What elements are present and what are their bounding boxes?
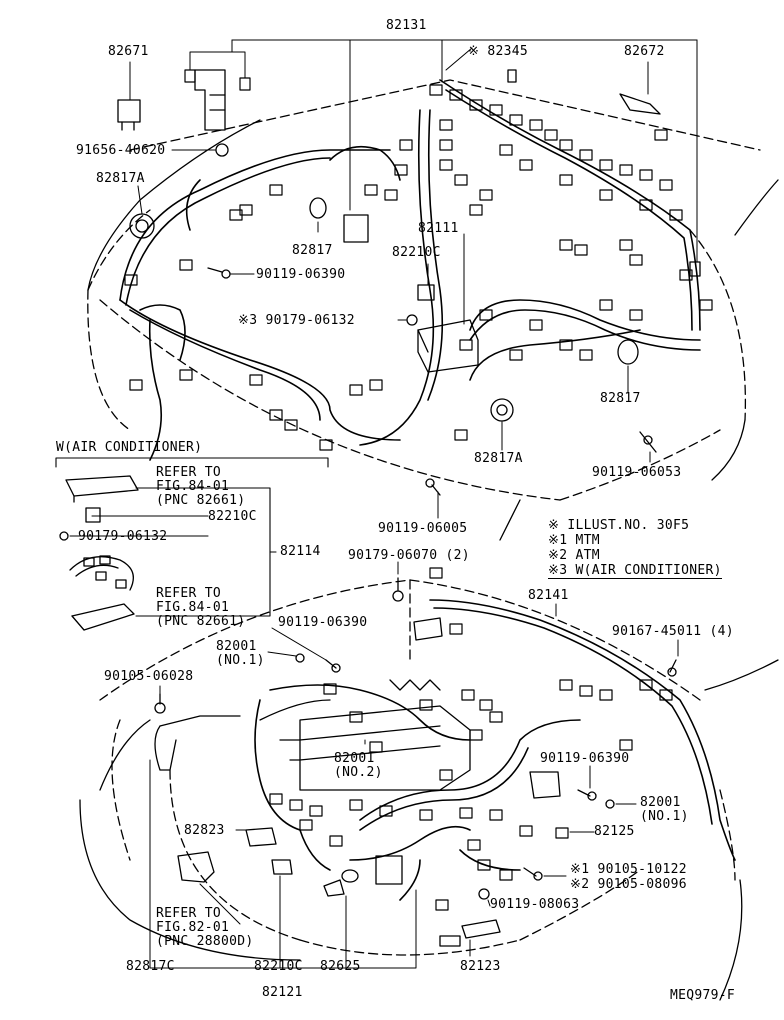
lower-components (154, 577, 677, 947)
lower-harness-main (254, 599, 736, 901)
label-90167-45011: 90167-45011 (4) (612, 624, 734, 639)
label-82131: 82131 (386, 18, 427, 33)
label-90179-06132-inset: 90179-06132 (78, 529, 168, 544)
label-82625: 82625 (320, 959, 361, 974)
refer2-line2: FIG.84-01 (156, 600, 230, 615)
inset-title: W(AIR CONDITIONER) (56, 440, 203, 455)
label-82671: 82671 (108, 44, 149, 59)
label-82001-no1-a: 82001 (216, 639, 257, 654)
label-82345: ※ 82345 (468, 44, 528, 59)
lower-connectors (269, 567, 673, 911)
top-car-body-outline (87, 79, 761, 501)
refer3-line1: REFER TO (156, 906, 222, 921)
inset-bracket (55, 457, 329, 617)
inset-parts (59, 475, 139, 631)
label-82817-left: 82817 (292, 243, 333, 258)
label-82121: 82121 (262, 985, 303, 1000)
refer2-line3: (PNC 82661) (156, 614, 246, 629)
label-82123: 82123 (460, 959, 501, 974)
label-82001-right-b: (NO.1) (640, 809, 689, 824)
refer2-line1: REFER TO (156, 586, 222, 601)
label-90119-06053: 90119-06053 (592, 465, 682, 480)
refer1-line2: FIG.84-01 (156, 479, 230, 494)
label-90119-06390-low: 90119-06390 (540, 751, 630, 766)
label-82001-right-a: 82001 (640, 795, 681, 810)
label-82114: 82114 (280, 544, 321, 559)
label-90119-06390-mid: 90119-06390 (278, 615, 368, 630)
legend-line-2: ※2 ATM (548, 548, 600, 563)
label-90119-06005: 90119-06005 (378, 521, 468, 536)
label-82817a-top: 82817A (96, 171, 145, 186)
label-90119-06390-top: 90119-06390 (256, 267, 346, 282)
refer3-line2: FIG.82-01 (156, 920, 230, 935)
top-components (117, 69, 701, 496)
label-90119-08063: 90119-08063 (490, 897, 580, 912)
label-82817a-mid: 82817A (474, 451, 523, 466)
refer1-line1: REFER TO (156, 465, 222, 480)
label-82210c-top: 82210C (392, 245, 441, 260)
lower-body-dashed (99, 579, 736, 956)
label-90179-06070: 90179-06070 (2) (348, 548, 470, 563)
label-82141: 82141 (528, 588, 569, 603)
label-90105-06028: 90105-06028 (104, 669, 194, 684)
legend-line-1: ※1 MTM (548, 533, 600, 548)
label-82672: 82672 (624, 44, 665, 59)
refer3-line3: (PNC 28800D) (156, 934, 254, 949)
label-82001-no2-b: (NO.2) (334, 765, 383, 780)
legend-line-3: ※3 W(AIR CONDITIONER) (548, 563, 722, 579)
label-82125: 82125 (594, 824, 635, 839)
label-82817c: 82817C (126, 959, 175, 974)
label-82001-no1-b: (NO.1) (216, 653, 265, 668)
label-82111: 82111 (418, 221, 459, 236)
label-90105-08096: ※2 90105-08096 (570, 877, 687, 892)
legend-line-0: ※ ILLUST.NO. 30F5 (548, 518, 690, 533)
label-82210c-inset: 82210C (208, 509, 257, 524)
lower-leader-lines (149, 561, 679, 969)
top-connectors (124, 69, 713, 451)
illustration-code: MEQ979-F (670, 988, 736, 1003)
label-82823: 82823 (184, 823, 225, 838)
lower-engine-block (154, 679, 471, 791)
label-82001-no2-a: 82001 (334, 751, 375, 766)
top-leader-lines (129, 39, 698, 519)
label-90105-10122: ※1 90105-10122 (570, 862, 687, 877)
label-90179-06132-top: ※3 90179-06132 (238, 313, 355, 328)
refer1-line3: (PNC 82661) (156, 493, 246, 508)
label-82210c-bottom: 82210C (254, 959, 303, 974)
label-82817-right: 82817 (600, 391, 641, 406)
label-91656-40620: 91656-40620 (76, 143, 166, 158)
lower-body-solid (79, 659, 779, 1001)
